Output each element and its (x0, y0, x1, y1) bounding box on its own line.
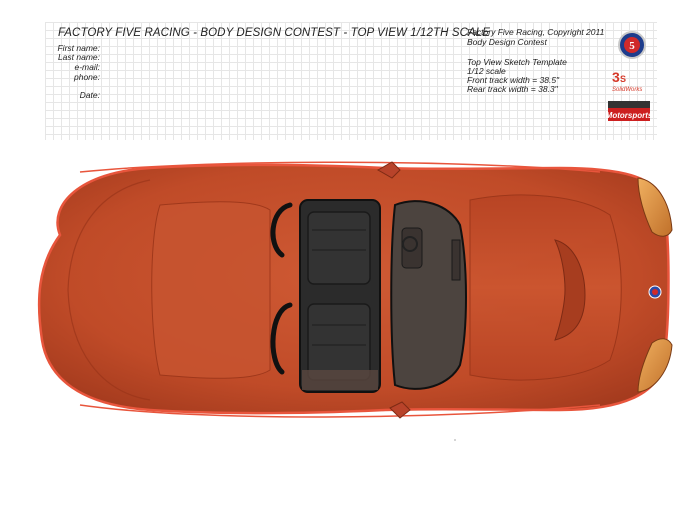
left-roll-hoop (270, 202, 293, 258)
last-name-label: Last name: (57, 52, 100, 62)
left-headlight (637, 177, 673, 237)
solidworks-logo: 3 S SolidWorks (612, 69, 642, 93)
template-title: Top View Sketch Template (467, 57, 567, 67)
svg-text:3: 3 (612, 69, 620, 85)
left-seat (307, 211, 371, 285)
phone-label: phone: (74, 72, 100, 82)
motorsports-logo: Motorsports (606, 101, 653, 121)
right-roll-hoop (270, 302, 293, 375)
svg-text:S: S (620, 74, 626, 84)
left-mirror (376, 161, 401, 179)
right-mirror (389, 401, 411, 419)
steering-wheel (402, 236, 418, 252)
svg-text:5: 5 (629, 40, 635, 52)
right-seat (307, 303, 371, 381)
cockpit (299, 199, 381, 393)
windshield (390, 200, 467, 390)
svg-text:SolidWorks: SolidWorks (612, 87, 642, 93)
contest-subtitle: Body Design Contest (467, 37, 547, 47)
contest-title: FACTORY FIVE RACING - BODY DESIGN CONTES… (58, 27, 491, 39)
email-label: e-mail: (74, 62, 100, 72)
date-label: Date: (79, 90, 100, 100)
rear-track-text: Rear track width = 38.3" (467, 84, 558, 94)
svg-text:Motorsports: Motorsports (606, 111, 653, 120)
grid-background (45, 22, 657, 140)
front-track-text: Front track width = 38.5" (467, 75, 560, 85)
copyright-text: Factory Five Racing, Copyright 2011 (467, 27, 605, 37)
hood-badge (648, 285, 662, 299)
factory-five-logo: 5 (618, 31, 646, 59)
right-headlight (637, 338, 673, 393)
first-name-label: First name: (57, 43, 100, 53)
scale-text: 1/12 scale (467, 66, 506, 76)
